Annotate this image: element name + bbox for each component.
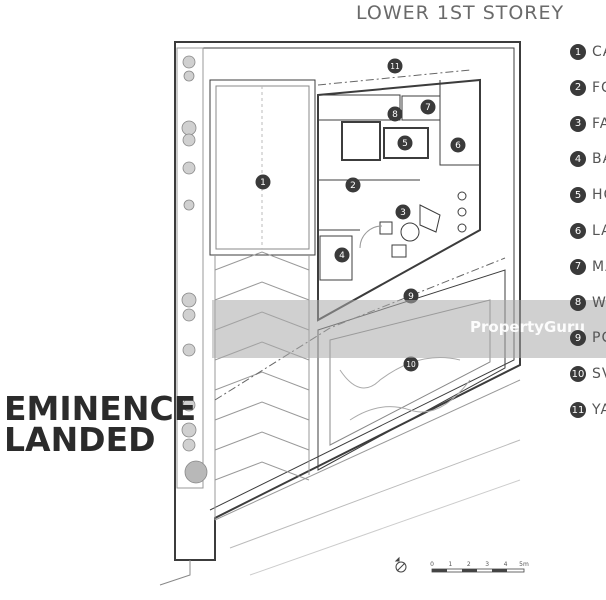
house-outline: [317, 78, 481, 322]
room-marker-number: 4: [339, 251, 345, 261]
room-marker: 6: [450, 137, 466, 153]
carpark-outline: [209, 79, 316, 256]
scale-tick-label: 5m: [519, 561, 529, 568]
legend-label: W: [592, 294, 606, 311]
landscape-shrubs: [181, 55, 208, 484]
legend-label: HO: [592, 187, 606, 204]
room-marker-number: 7: [425, 103, 431, 113]
room-marker: 8: [387, 106, 403, 122]
legend-label: LA: [592, 223, 606, 239]
legend-number: 7: [570, 258, 586, 275]
room-marker-number: 2: [350, 181, 356, 191]
room-marker-number: 8: [392, 110, 398, 120]
legend-label: PC: [592, 330, 606, 347]
page-title: LOWER 1ST STOREY: [356, 2, 565, 24]
room-marker-number: 5: [402, 139, 408, 149]
legend-item: 2 FC: [570, 79, 606, 96]
legend-item: 11 YA: [570, 402, 606, 418]
legend-item: 6 LA: [570, 223, 606, 239]
legend-item: 4 BA: [570, 151, 606, 168]
scale-tick-label: 2: [467, 561, 471, 568]
room-marker-number: 3: [400, 208, 406, 218]
legend-item: 10 SV: [570, 366, 606, 383]
legend-label: SV: [592, 366, 606, 383]
room-marker-number: 9: [408, 292, 414, 302]
watermark-text: PropertyGuru: [470, 318, 586, 336]
legend-number: 4: [570, 151, 586, 168]
legend-item: 1 CA: [570, 44, 606, 60]
watermark-band: [212, 300, 606, 358]
room-marker: 1: [255, 174, 271, 190]
scale-tick-label: 4: [504, 561, 508, 568]
legend-number: 6: [570, 223, 586, 239]
room-marker: 7: [420, 99, 436, 115]
legend-item: 5 HO: [570, 187, 606, 204]
legend-number: 3: [570, 115, 586, 132]
legend-number: 1: [570, 44, 586, 60]
brand-line-2: LANDED: [4, 420, 156, 459]
scale-tick-label: 0: [430, 561, 434, 568]
legend-item: 3 FA: [570, 115, 606, 132]
legend-number: 11: [570, 402, 586, 418]
scale-tick-label: 1: [448, 561, 452, 568]
room-marker: 5: [397, 135, 413, 151]
room-marker: 11: [387, 58, 403, 74]
room-marker-number: 11: [390, 62, 400, 71]
legend-label: YA: [592, 402, 606, 418]
legend-label: FA: [592, 115, 606, 132]
room-marker: 4: [334, 247, 350, 263]
legend-number: 8: [570, 294, 586, 311]
legend-number: 2: [570, 79, 586, 96]
scale-bar: 0 1 2 3 4 5m: [430, 561, 529, 573]
brand-line-1: EMINENCE: [4, 389, 197, 428]
room-marker-number: 6: [455, 141, 461, 151]
legend-label: CA: [592, 44, 606, 60]
legend-item: 9 PC: [570, 330, 606, 347]
room-marker-number: 1: [260, 178, 266, 188]
room-marker: 9: [403, 288, 419, 304]
legend-number: 10: [570, 366, 586, 383]
legend-label: MA: [592, 258, 606, 275]
scale-tick-label: 3: [485, 561, 489, 568]
pool-deck-outline: [317, 269, 506, 471]
legend-item: 7 MA: [570, 258, 606, 275]
legend-number: 5: [570, 187, 586, 204]
room-marker: 2: [345, 177, 361, 193]
legend-number: 9: [570, 330, 586, 347]
legend-label: BA: [592, 151, 606, 168]
room-markers: 1 2 3 4 5 6 7 8 9 10 11: [255, 58, 466, 372]
legend-label: FC: [592, 79, 606, 96]
room-marker-number: 10: [406, 360, 416, 369]
room-marker: 10: [403, 356, 419, 372]
north-arrow-icon: [394, 556, 407, 573]
room-marker: 3: [395, 204, 411, 220]
